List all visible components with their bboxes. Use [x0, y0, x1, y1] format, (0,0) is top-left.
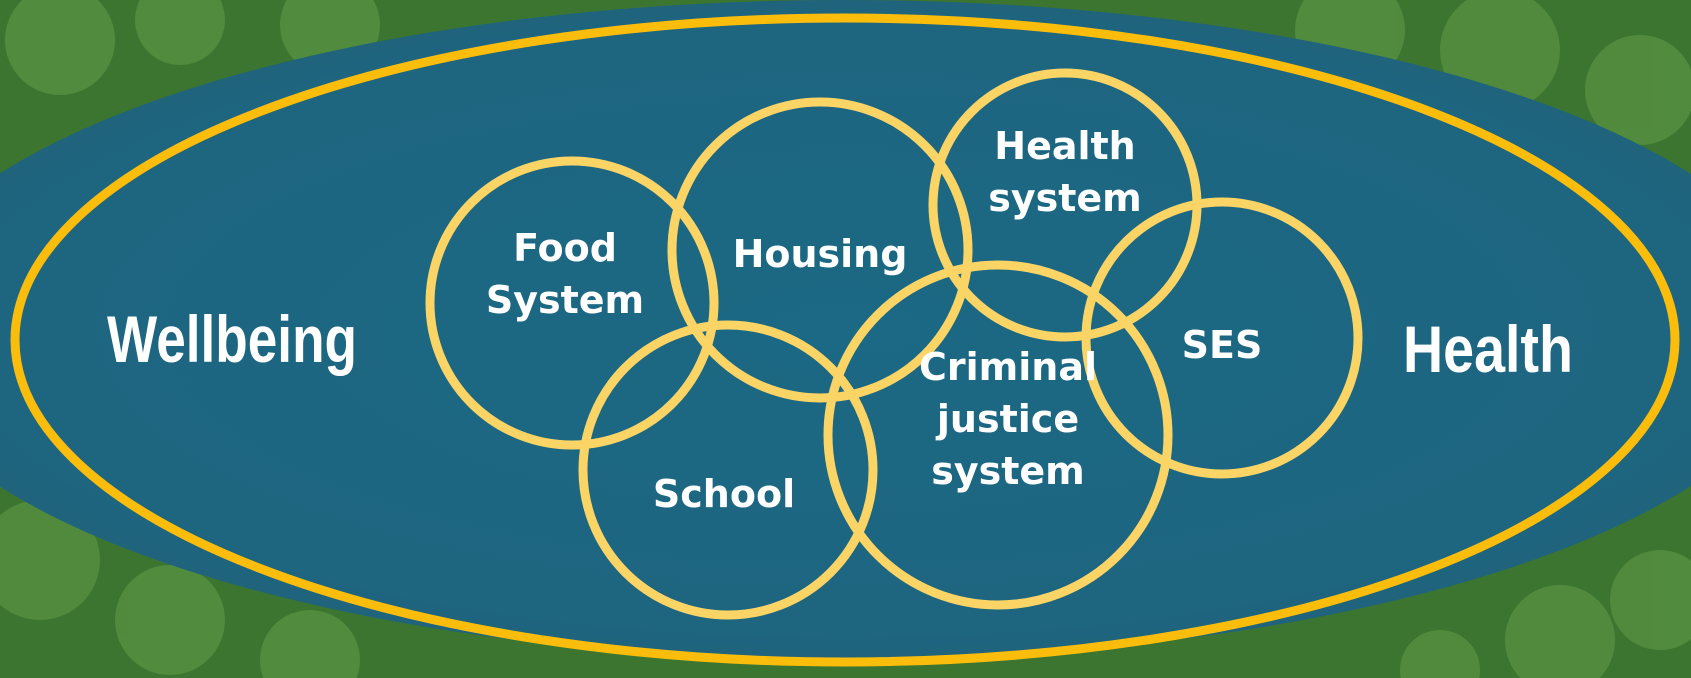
- outer-ellipse: [10, 13, 1680, 667]
- label-criminal-justice-system-line-3: system: [931, 449, 1085, 493]
- label-food-system-line-2: System: [486, 278, 644, 322]
- lake-water: [0, 0, 1691, 660]
- label-health-system: Health system: [988, 124, 1142, 220]
- label-health-system-line-1: Health: [994, 124, 1135, 168]
- label-food-system-line-1: Food: [513, 226, 617, 270]
- label-ses: SES: [1182, 323, 1263, 367]
- label-school: School: [653, 472, 795, 516]
- circle-criminal-justice-system: [823, 260, 1173, 610]
- health-label: Health: [1403, 312, 1573, 386]
- circle-school: [578, 320, 878, 620]
- label-criminal-justice-system-line-1: Criminal: [919, 345, 1097, 389]
- label-health-system-line-2: system: [988, 176, 1142, 220]
- label-school-line-1: School: [653, 472, 795, 516]
- circles-layer: [425, 68, 1363, 620]
- circle-food-system: [425, 156, 719, 450]
- label-criminal-justice-system-line-2: justice: [935, 397, 1079, 441]
- label-criminal-justice-system: Criminal justice system: [919, 345, 1097, 493]
- circle-housing: [667, 97, 973, 403]
- label-housing-line-1: Housing: [733, 232, 908, 276]
- label-ses-line-1: SES: [1182, 323, 1263, 367]
- circle-ses: [1081, 197, 1363, 479]
- wellbeing-label: Wellbeing: [107, 302, 357, 376]
- label-housing: Housing: [733, 232, 908, 276]
